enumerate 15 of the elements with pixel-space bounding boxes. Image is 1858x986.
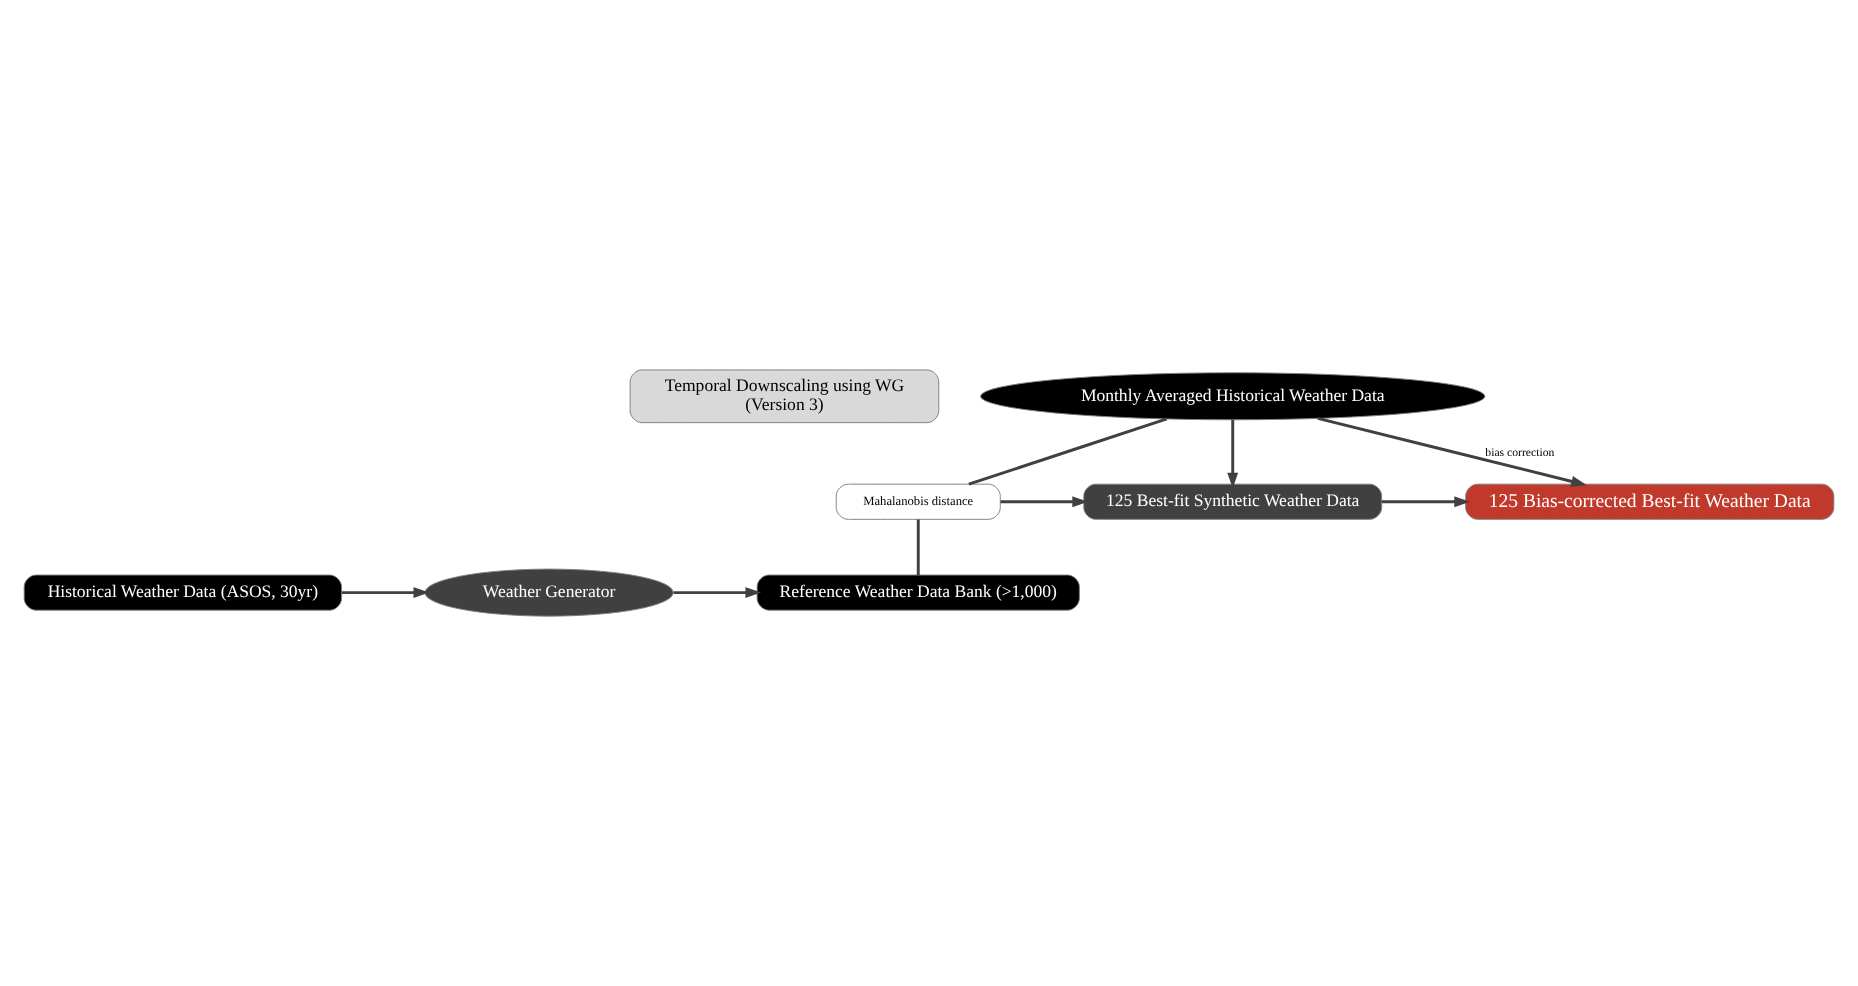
arrow [1381,496,1470,508]
node-box: Temporal Downscaling using WG (Version 3) [629,369,940,424]
node-box: Historical Weather Data (ASOS, 30yr) [23,574,343,611]
node-box: 125 Best-fit Synthetic Weather Data [1083,483,1383,520]
node-ellipse: Monthly Averaged Historical Weather Data [980,372,1486,421]
node-box: Reference Weather Data Bank (>1,000) [756,574,1080,611]
arrow [341,587,430,599]
arrow [1227,419,1239,489]
arrow [1317,416,1587,487]
connector [916,519,920,575]
arrow [673,587,762,599]
arrow [1000,496,1088,508]
node-box: 125 Bias-corrected Best-fit Weather Data [1465,483,1835,520]
connector [968,417,1168,486]
node-ellipse: Weather Generator [424,568,674,617]
